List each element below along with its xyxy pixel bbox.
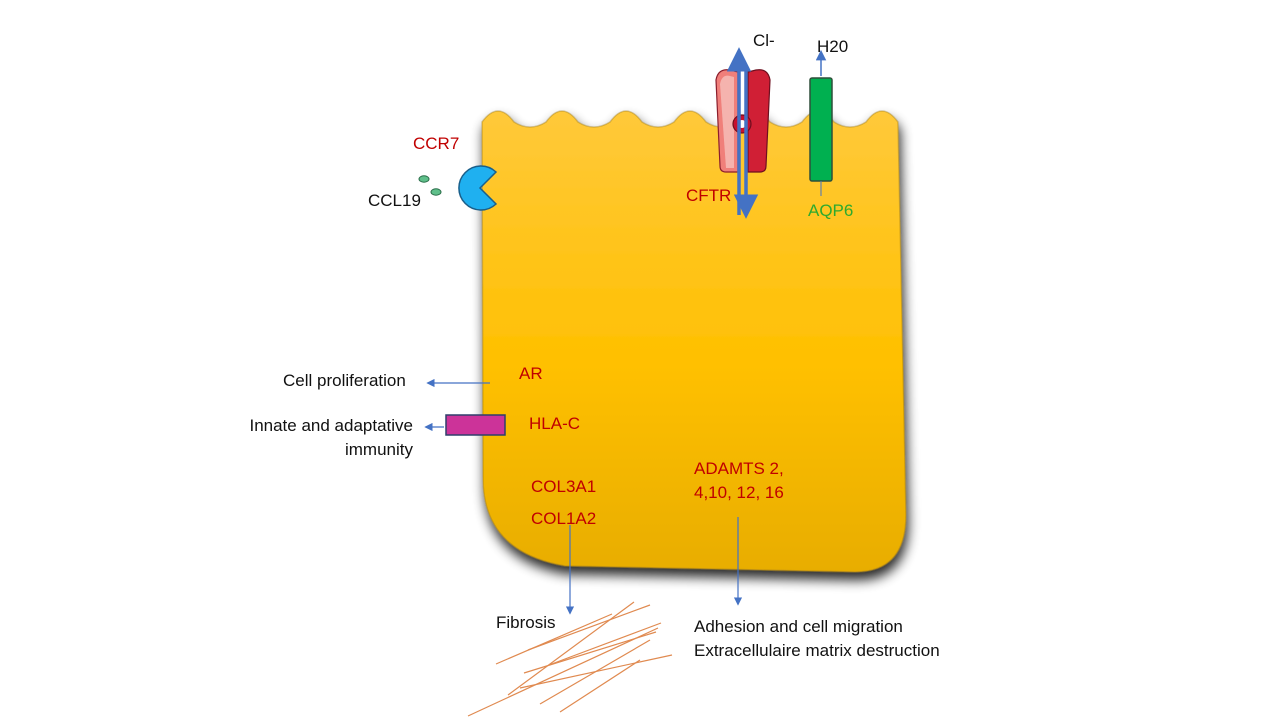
hla-c-receptor-icon — [445, 414, 506, 436]
ccr7-receptor-shape — [458, 165, 498, 211]
adhesion-label: Adhesion and cell migration — [694, 617, 903, 636]
hla-c-label: HLA-C — [529, 414, 581, 433]
water-label: H20 — [817, 37, 849, 56]
col3a1-label: COL3A1 — [531, 477, 597, 496]
adamts-label-line1: ADAMTS 2, — [694, 459, 784, 478]
ccr7-label: CCR7 — [413, 134, 460, 153]
collagen-fibers-icon — [467, 601, 673, 717]
aqp6-label: AQP6 — [808, 201, 854, 220]
ar-label: AR — [519, 364, 543, 383]
ccl19-ligand-icon — [418, 175, 442, 196]
cftr-label: CFTR — [686, 186, 732, 205]
ecm-destruction-label: Extracellulaire matrix destruction — [694, 641, 940, 660]
cell-proliferation-label: Cell proliferation — [283, 371, 406, 390]
immunity-label-line1: Innate and adaptative — [249, 416, 413, 435]
chloride-label: Cl- — [753, 31, 775, 50]
immunity-label-line2: immunity — [344, 440, 413, 459]
fibrosis-label: Fibrosis — [496, 613, 556, 632]
col1a2-label: COL1A2 — [531, 509, 597, 528]
adamts-label-line2: 4,10, 12, 16 — [694, 483, 784, 502]
aqp6-channel-icon — [809, 77, 833, 182]
ccl19-label: CCL19 — [368, 191, 421, 210]
